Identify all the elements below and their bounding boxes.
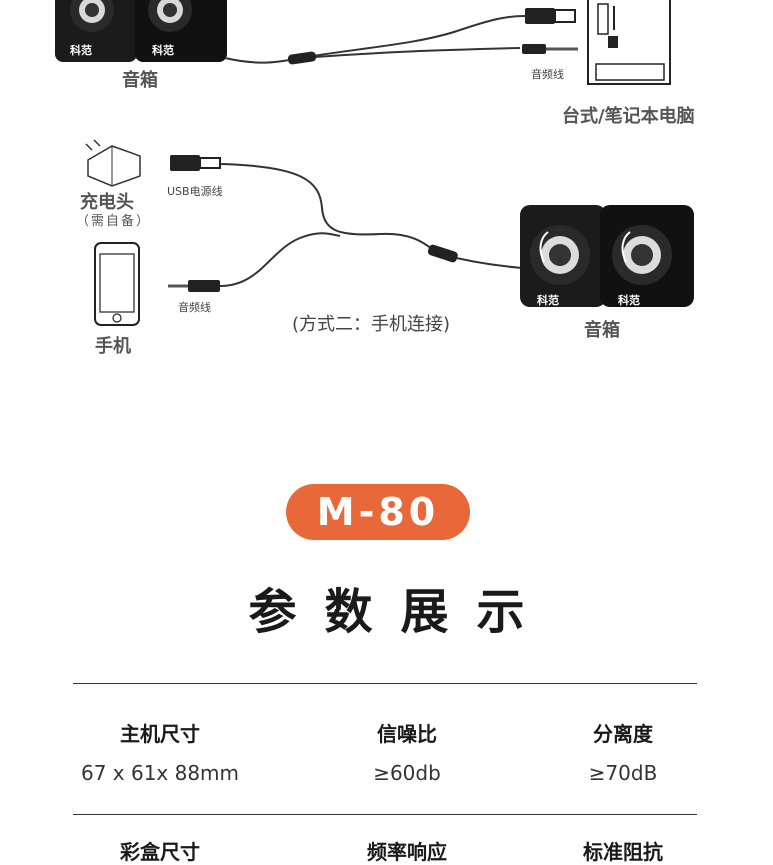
phone-illustration [94, 242, 140, 326]
computer-label: 台式/笔记本电脑 [562, 106, 695, 127]
spec-label: 彩盒尺寸 [120, 840, 200, 864]
bottom-speaker-brand-left: 科范 [537, 294, 559, 307]
connection-diagram [55, 0, 694, 326]
top-speaker-pair-illustration [55, 0, 227, 62]
charger-label: 充电头 [80, 192, 134, 213]
spec-label: 频率响应 [367, 840, 447, 864]
charger-illustration [85, 139, 141, 187]
computer-tower-illustration [587, 0, 671, 85]
spec-label: 信噪比 [377, 722, 437, 746]
top-speaker-brand-left: 科范 [70, 44, 92, 57]
spec-item: 彩盒尺寸 [50, 836, 270, 865]
spec-item: 分离度 ≥70dB [513, 718, 733, 785]
spec-label: 分离度 [593, 722, 653, 746]
spec-label: 主机尺寸 [120, 722, 200, 746]
top-speaker-brand-right: 科范 [152, 44, 174, 57]
bottom-audio-cable-label: 音频线 [178, 301, 211, 314]
bottom-speaker-label: 音箱 [584, 320, 620, 341]
spec-value: ≥70dB [588, 761, 658, 785]
spec-divider-top [73, 683, 697, 684]
spec-value: 67 x 61x 88mm [80, 761, 240, 785]
spec-value: ≥60db [373, 761, 441, 785]
phone-label: 手机 [95, 336, 131, 357]
model-badge: M-80 [286, 484, 470, 540]
usb-cable-label: USB电源线 [167, 185, 223, 198]
bottom-speaker-pair-illustration [520, 205, 694, 307]
section-title: 参数展示 [248, 584, 553, 640]
spec-item: 标准阻抗 [513, 836, 733, 865]
spec-item: 信噪比 ≥60db [297, 718, 517, 785]
spec-divider-middle [73, 814, 697, 815]
top-audio-cable-label: 音频线 [531, 68, 564, 81]
spec-label: 标准阻抗 [583, 840, 663, 864]
charger-note: （需自备） [76, 214, 152, 229]
top-speaker-label: 音箱 [122, 70, 158, 91]
spec-item: 频率响应 [297, 836, 517, 865]
spec-item: 主机尺寸 67 x 61x 88mm [50, 718, 270, 785]
bottom-speaker-brand-right: 科范 [618, 294, 640, 307]
method-caption: (方式二：手机连接) [292, 314, 451, 335]
